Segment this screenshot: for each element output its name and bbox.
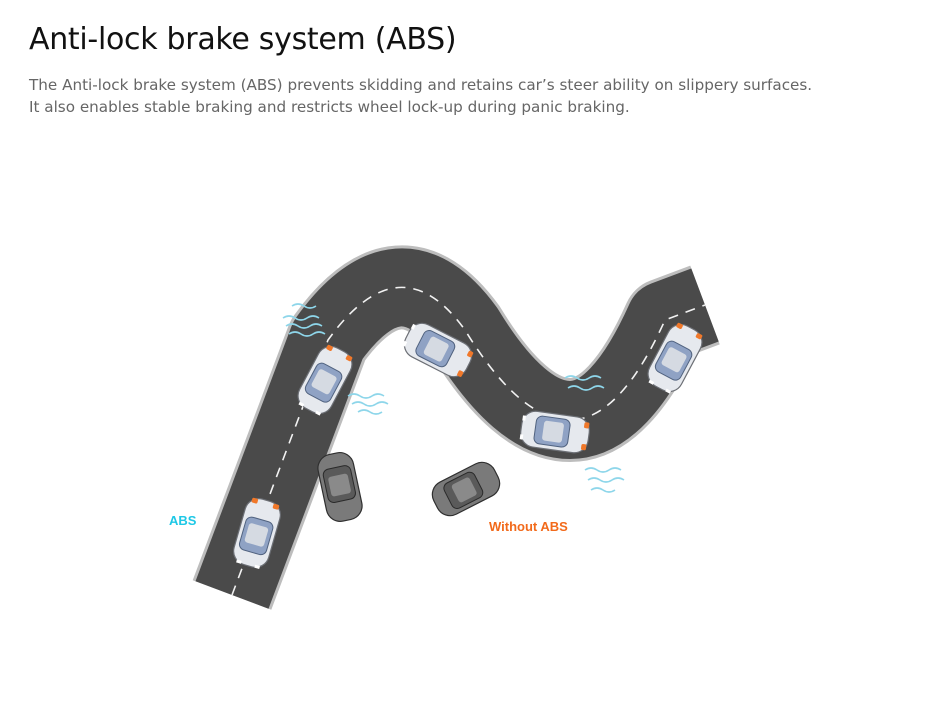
description-line-1: The Anti-lock brake system (ABS) prevent…: [29, 76, 813, 94]
slip-waves-icon: [282, 303, 625, 493]
road-icon: [192, 245, 720, 610]
page-description: The Anti-lock brake system (ABS) prevent…: [29, 74, 812, 118]
car-skidding-icon: [314, 449, 506, 525]
page-title: Anti-lock brake system (ABS): [29, 22, 457, 57]
description-line-2: It also enables stable braking and restr…: [29, 98, 630, 116]
abs-label: ABS: [169, 513, 197, 528]
without-abs-label: Without ABS: [489, 519, 568, 534]
